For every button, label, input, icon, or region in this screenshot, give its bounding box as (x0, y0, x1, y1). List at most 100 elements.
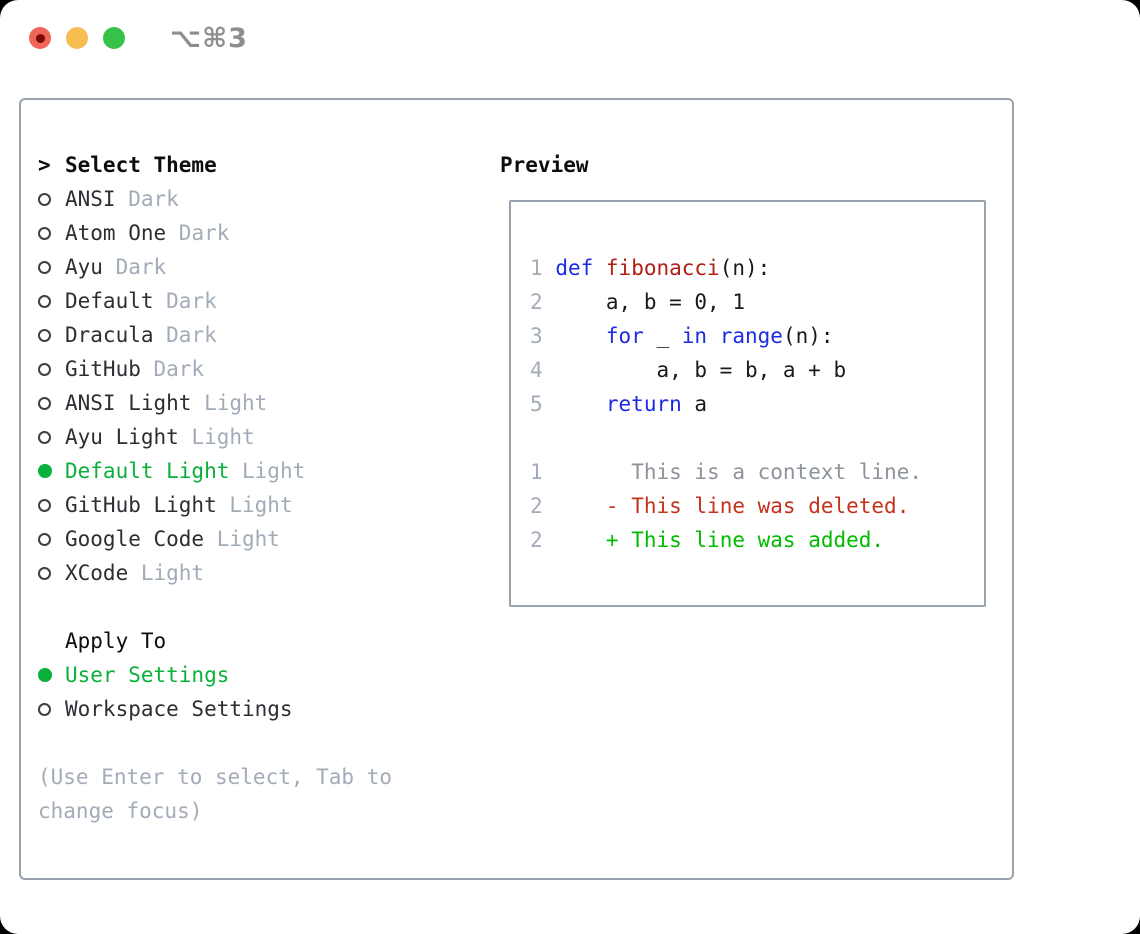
code-token: in (681, 324, 708, 348)
radio-mark (38, 260, 65, 274)
spacer (38, 726, 468, 760)
radio-icon (38, 192, 51, 206)
theme-name: Ayu Light (65, 425, 179, 449)
theme-option-default-dark[interactable]: Default Dark (38, 284, 468, 318)
prompt-caret: > (38, 153, 51, 177)
code-token: a, b = 0, 1 (555, 290, 745, 314)
theme-variant: Dark (153, 289, 217, 313)
preview-title: Preview (500, 153, 589, 177)
radio-icon (38, 498, 51, 512)
help-text: (Use Enter to select, Tab to change focu… (38, 765, 393, 823)
code-line: 5 return a (530, 387, 922, 421)
line-number: 2 (530, 290, 543, 314)
theme-option-dracula-dark[interactable]: Dracula Dark (38, 318, 468, 352)
radio-mark (38, 668, 65, 682)
theme-name: Default (65, 289, 154, 313)
radio-mark (38, 498, 65, 512)
code-token: a, b = b, a + b (555, 358, 847, 382)
theme-name: ANSI Light (65, 391, 192, 415)
radio-icon (38, 362, 51, 376)
title-bar: ⌥⌘3 (29, 16, 248, 60)
preview-box: 1 def fibonacci(n): 2 a, b = 0, 1 3 for _ … (509, 200, 986, 607)
theme-name: XCode (65, 561, 129, 585)
line-number: 4 (530, 358, 543, 382)
diff-text: This is a context line. (631, 460, 922, 484)
diff-marker: - (605, 494, 619, 518)
theme-variant: Light (216, 493, 293, 517)
close-button[interactable] (29, 27, 51, 49)
theme-name: Default Light (65, 459, 230, 483)
code-token (707, 319, 720, 353)
theme-name: GitHub (65, 357, 141, 381)
diff-text: This line was deleted. (631, 494, 910, 518)
zoom-button[interactable] (103, 27, 125, 49)
line-number: 2 (530, 528, 543, 552)
apply-option-label: Workspace Settings (65, 697, 293, 721)
select-theme-header: > Select Theme (38, 148, 468, 182)
theme-variant: Dark (166, 221, 230, 245)
radio-mark (38, 532, 65, 546)
apply-to-title: Apply To (65, 629, 167, 653)
radio-selected-icon (38, 464, 52, 478)
theme-name: Atom One (65, 221, 167, 245)
theme-option-ansi-light[interactable]: ANSI Light Light (38, 386, 468, 420)
code-token (593, 251, 606, 285)
radio-mark (38, 226, 65, 240)
theme-option-xcode[interactable]: XCode Light (38, 556, 468, 590)
radio-mark (38, 328, 65, 342)
theme-option-default-light[interactable]: Default Light Light (38, 454, 468, 488)
code-line: 3 for _ in range(n): (530, 319, 922, 353)
apply-option-user-settings[interactable]: User Settings (38, 658, 468, 692)
code-line: 4 a, b = b, a + b (530, 353, 922, 387)
radio-icon (38, 430, 51, 444)
close-dot-icon (35, 33, 45, 43)
theme-option-ayu-dark[interactable]: Ayu Dark (38, 250, 468, 284)
code-token: def (555, 256, 594, 280)
line-number: 5 (530, 392, 543, 416)
diff-marker (606, 455, 619, 489)
code-token (555, 387, 606, 421)
line-number: 2 (530, 494, 543, 518)
blank-line (530, 421, 922, 455)
code-token (555, 319, 606, 353)
theme-option-github-dark[interactable]: GitHub Dark (38, 352, 468, 386)
code-token: _ (643, 324, 682, 348)
theme-variant: Light (229, 459, 306, 483)
theme-option-atom-one-dark[interactable]: Atom One Dark (38, 216, 468, 250)
line-number: 3 (530, 324, 543, 348)
code-token: fibonacci (605, 256, 720, 280)
code-token: for (605, 324, 644, 348)
radio-icon (38, 328, 51, 342)
theme-option-google-code[interactable]: Google Code Light (38, 522, 468, 556)
theme-option-ayu-light[interactable]: Ayu Light Light (38, 420, 468, 454)
diff-lines: 1 This is a context line. 2 - This line w… (530, 455, 922, 557)
diff-line-context: 1 This is a context line. (530, 455, 922, 489)
theme-option-ansi-dark[interactable]: ANSI Dark (38, 182, 468, 216)
theme-variant: Light (204, 527, 280, 551)
code-token: (n): (719, 256, 771, 280)
radio-icon (38, 532, 51, 546)
apply-to-header: Apply To (38, 624, 468, 658)
theme-variant: Light (128, 561, 205, 585)
select-theme-title: Select Theme (65, 153, 217, 177)
theme-variant: Light (178, 425, 255, 449)
theme-variant: Dark (140, 357, 205, 381)
minimize-button[interactable] (66, 27, 88, 49)
spacer (38, 590, 468, 624)
apply-option-workspace-settings[interactable]: Workspace Settings (38, 692, 468, 726)
radio-mark (38, 396, 65, 410)
code-preview: 1 def fibonacci(n): 2 a, b = 0, 1 3 for _ … (530, 251, 922, 557)
theme-variant: Dark (115, 187, 179, 211)
radio-icon (38, 702, 51, 716)
theme-option-github-light[interactable]: GitHub Light Light (38, 488, 468, 522)
radio-mark (38, 702, 65, 716)
radio-icon (38, 396, 51, 410)
line-number: 1 (530, 460, 543, 484)
radio-icon (38, 260, 51, 274)
radio-icon (38, 294, 51, 308)
theme-variant: Dark (102, 255, 167, 279)
